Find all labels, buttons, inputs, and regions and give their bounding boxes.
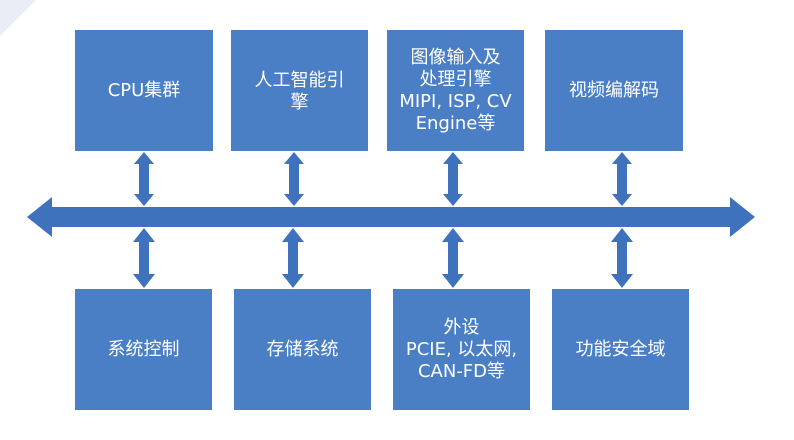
connector-safety — [611, 228, 633, 288]
storage-system-block: 存储系统 — [234, 289, 371, 410]
connector-sysctrl — [133, 228, 155, 288]
connector-periph — [442, 228, 464, 288]
video-codec-block: 视频编解码 — [545, 30, 683, 151]
bottom-connectors — [133, 228, 633, 288]
cpu-cluster-block: CPU集群 — [75, 30, 213, 151]
video-codec-label: 视频编解码 — [569, 79, 659, 101]
image-processing-label: 图像输入及 处理引擎 MIPI, ISP, CV Engine等 — [399, 46, 512, 134]
connector-ai — [284, 152, 304, 206]
system-control-label: 系统控制 — [107, 338, 180, 360]
image-processing-block: 图像输入及 处理引擎 MIPI, ISP, CV Engine等 — [387, 30, 524, 151]
system-control-block: 系统控制 — [75, 289, 212, 410]
connector-video — [612, 152, 632, 206]
system-bus-arrow — [27, 197, 755, 237]
cpu-cluster-label: CPU集群 — [107, 79, 181, 101]
functional-safety-label: 功能安全域 — [575, 338, 666, 360]
storage-system-label: 存储系统 — [266, 338, 339, 360]
corner-watermark — [0, 0, 36, 36]
functional-safety-block: 功能安全域 — [552, 289, 689, 410]
top-connectors — [134, 152, 632, 206]
ai-engine-label: 人工智能引 擎 — [254, 70, 345, 113]
connector-storage — [282, 228, 304, 288]
peripherals-block: 外设 PCIE, 以太网, CAN-FD等 — [393, 289, 530, 410]
connector-isp — [443, 152, 463, 206]
connector-cpu — [134, 152, 154, 206]
ai-engine-block: 人工智能引 擎 — [231, 30, 368, 151]
peripherals-label: 外设 PCIE, 以太网, CAN-FD等 — [405, 316, 518, 382]
